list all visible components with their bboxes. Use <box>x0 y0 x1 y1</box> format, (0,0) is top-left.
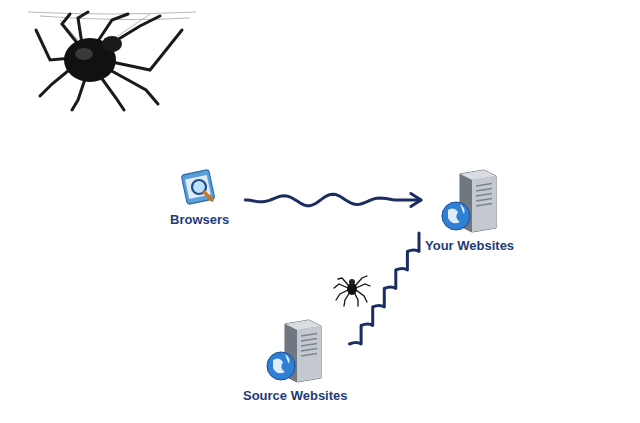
node-label: Source Websites <box>243 388 348 403</box>
node-label: Browsers <box>170 212 229 227</box>
spider-web <box>28 12 196 40</box>
server-node: Your Websites <box>425 168 514 253</box>
request-arrow <box>245 194 421 207</box>
server-node: Source Websites <box>243 318 348 403</box>
server-icon <box>265 318 325 384</box>
browser-icon <box>178 168 222 208</box>
crawler-spider <box>334 276 370 306</box>
node-label: Your Websites <box>425 238 514 253</box>
scrape-line <box>350 233 419 344</box>
server-icon <box>440 168 500 234</box>
spider-illustration <box>36 12 182 110</box>
browser-node: Browsers <box>170 168 229 227</box>
